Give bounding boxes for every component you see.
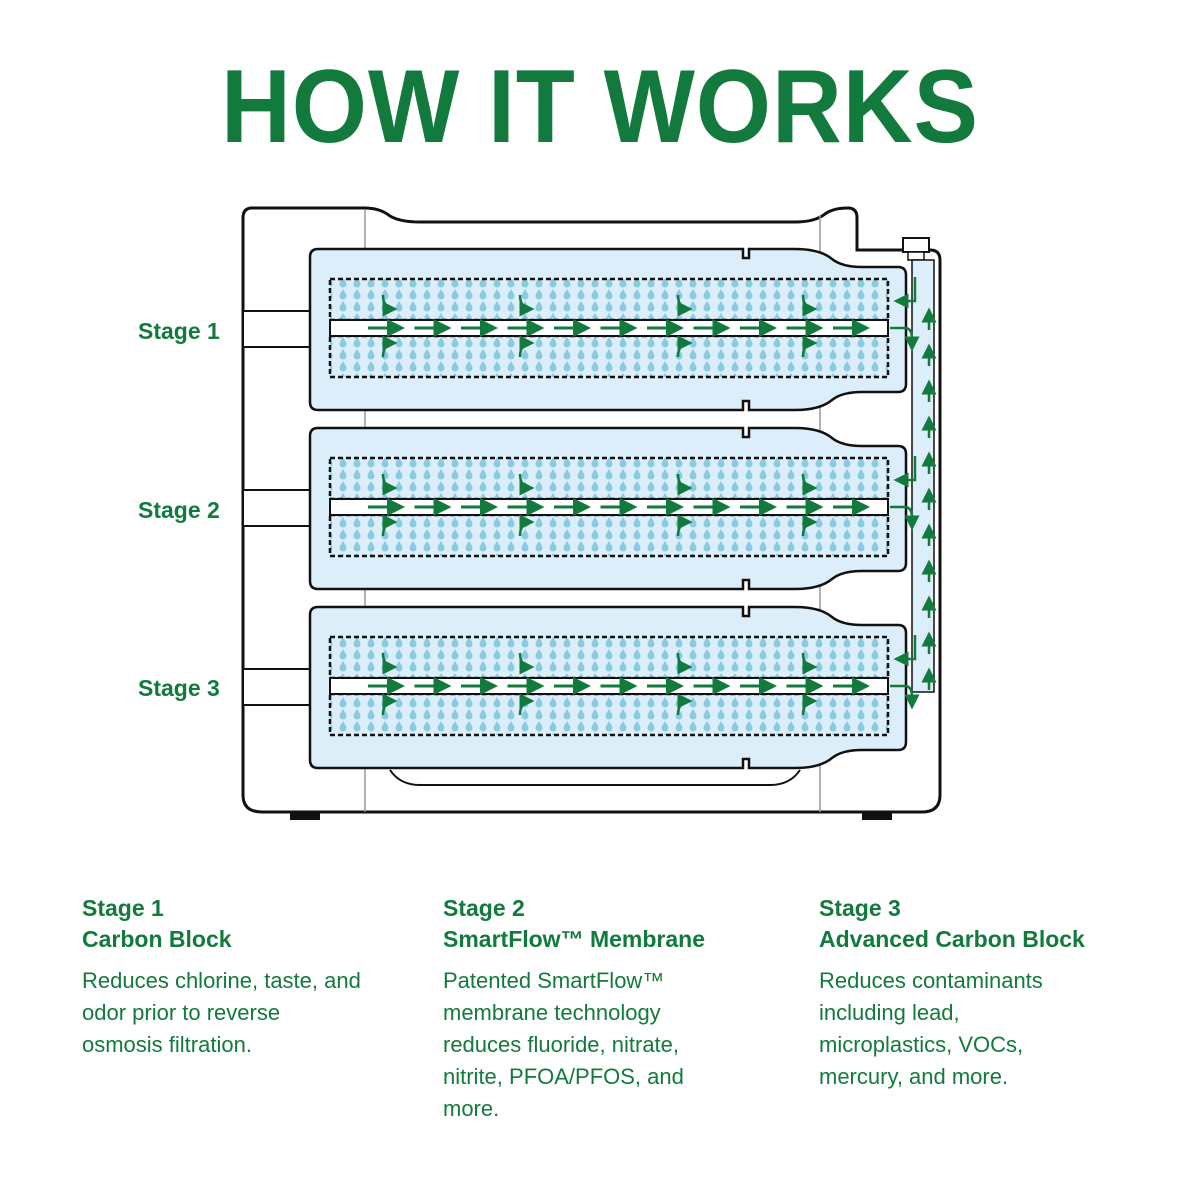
stage-2-heading: Stage 2 [443, 895, 525, 921]
stage-3-name: Advanced Carbon Block [819, 926, 1085, 952]
stage-3-flow-arrows [368, 635, 920, 716]
stage-1-flow-arrows [368, 277, 920, 358]
page-title: HOW IT WORKS [221, 49, 979, 165]
stage-3-heading: Stage 3 [819, 895, 901, 921]
stage-2-flow-arrows [368, 456, 920, 537]
stage-1-label: Stage 1 [138, 318, 220, 344]
stage-2-body: Patented SmartFlow™ membrane technology … [443, 968, 684, 1121]
stage-2-name: SmartFlow™ Membrane [443, 926, 705, 952]
stage-3-body: Reduces contaminants including lead, mic… [819, 968, 1043, 1089]
stage-1-description: Stage 1 Carbon Block Reduces chlorine, t… [82, 893, 382, 1061]
stage-3-label: Stage 3 [138, 675, 220, 701]
stage-1-heading: Stage 1 [82, 895, 164, 921]
stage-2-description: Stage 2 SmartFlow™ Membrane Patented Sma… [443, 893, 763, 1125]
stage-1-body: Reduces chlorine, taste, and odor prior … [82, 968, 361, 1057]
stage-1-name: Carbon Block [82, 926, 232, 952]
stage-3-description: Stage 3 Advanced Carbon Block Reduces co… [819, 893, 1139, 1093]
stage-2-label: Stage 2 [138, 497, 220, 523]
